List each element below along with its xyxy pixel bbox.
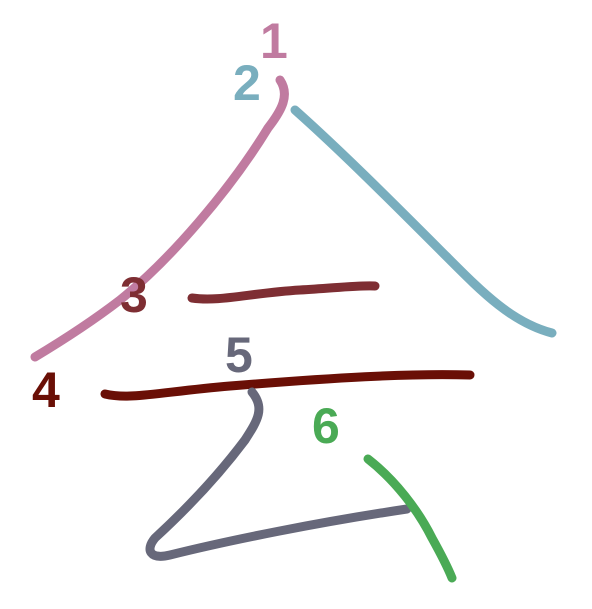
- stroke-number-1: 1: [260, 13, 288, 69]
- stroke-4: [100, 370, 475, 401]
- stroke-2: [290, 105, 557, 338]
- stroke-1: [30, 75, 289, 362]
- stroke-number-3: 3: [120, 267, 148, 323]
- stroke-number-6: 6: [312, 398, 340, 454]
- stroke-5: [145, 387, 412, 561]
- stroke-6: [363, 454, 457, 583]
- stroke-3: [187, 281, 380, 304]
- stroke-number-4: 4: [32, 362, 60, 418]
- stroke-number-2: 2: [233, 55, 261, 111]
- stroke-number-5: 5: [225, 327, 253, 383]
